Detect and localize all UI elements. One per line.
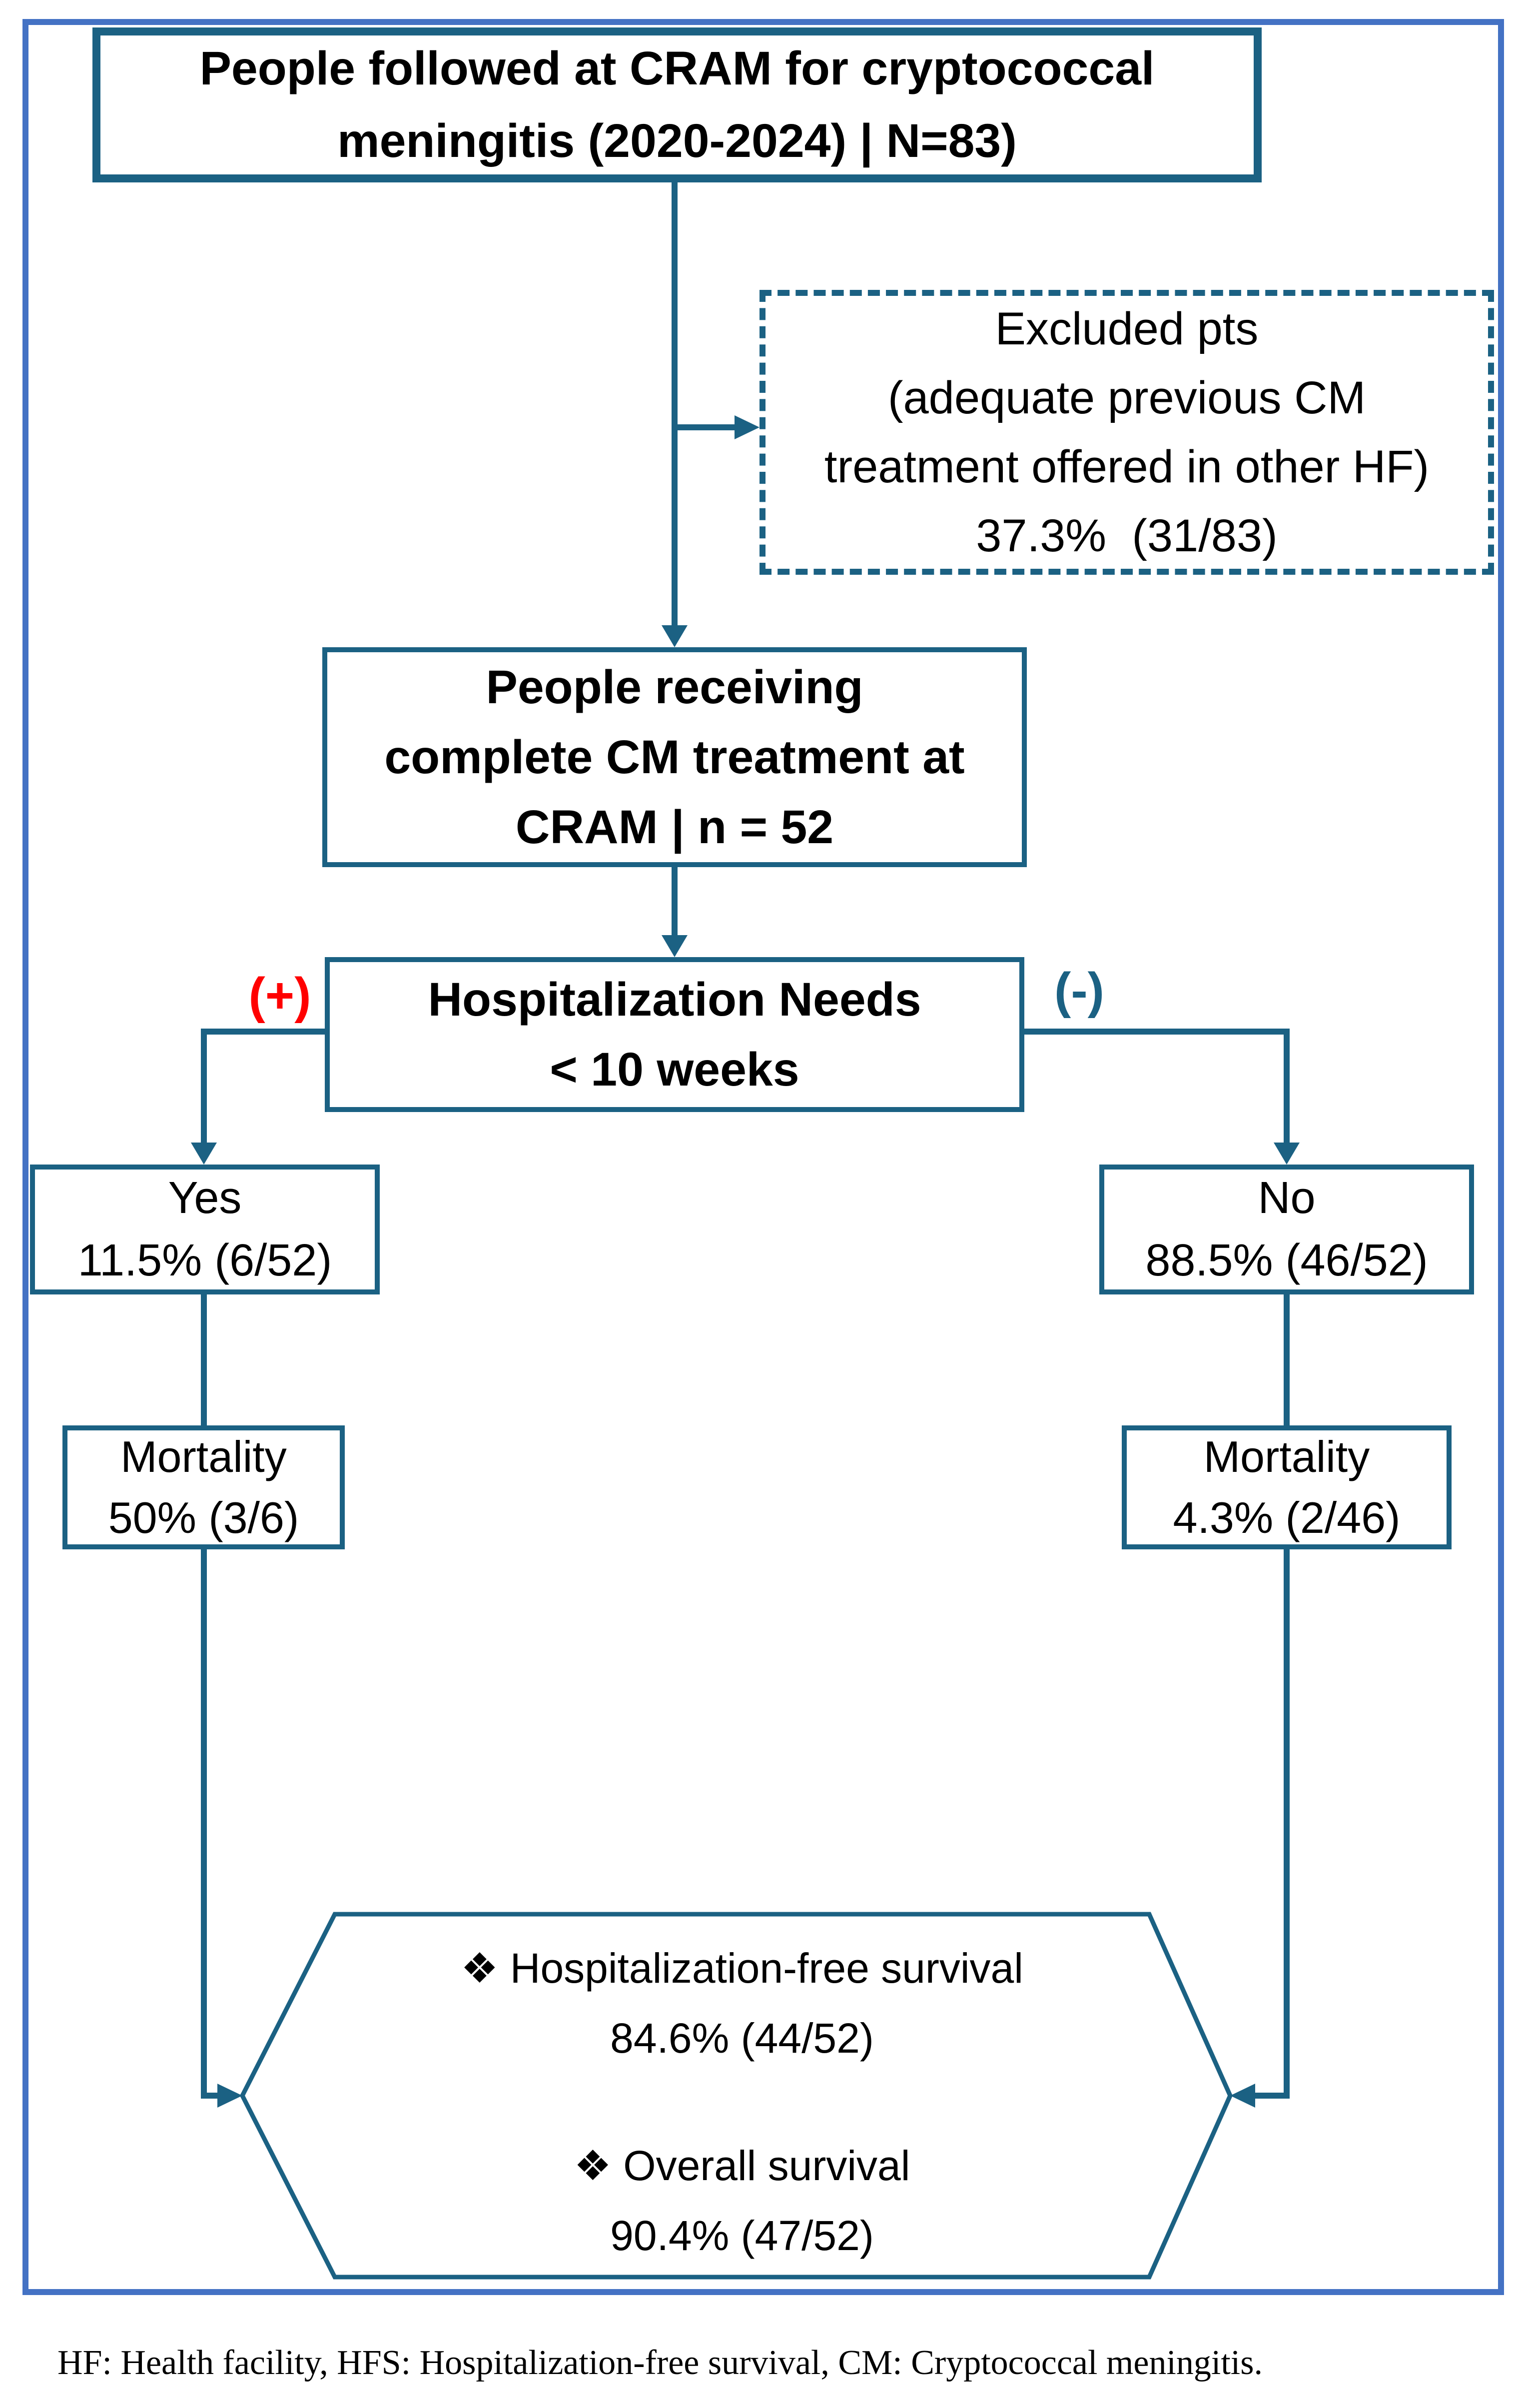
- mortality-no-box: Mortality 4.3% (2/46): [1122, 1425, 1452, 1549]
- connector-hexagon-left: [201, 2093, 221, 2099]
- no-box-line2: 88.5% (46/52): [1145, 1235, 1428, 1285]
- no-box-line1: No: [1258, 1173, 1316, 1223]
- connector-decision-right: [1024, 1029, 1290, 1035]
- treatment-box-line2: complete CM treatment at: [384, 731, 965, 784]
- diamond-bullet-icon: ❖: [574, 2142, 612, 2189]
- arrowhead-into-decision-box: [662, 935, 688, 957]
- excluded-box-line4: 37.3% (31/83): [976, 510, 1278, 561]
- excluded-box-line1: Excluded pts: [995, 303, 1259, 354]
- connector-yes-to-mortality: [201, 1294, 207, 1425]
- yes-box: Yes 11.5% (6/52): [30, 1165, 380, 1294]
- negative-branch-label: (-): [1054, 963, 1104, 1019]
- diamond-bullet-icon: ❖: [461, 1945, 499, 1992]
- connector-top-to-treatment: [672, 181, 678, 626]
- title-box-line1: People followed at CRAM for cryptococcal: [199, 42, 1155, 95]
- connector-hexagon-right: [1252, 2093, 1290, 2099]
- outcome-item1-label: Hospitalization-free survival: [510, 1945, 1023, 1992]
- connector-branch-to-excluded: [675, 424, 737, 430]
- arrowhead-into-hexagon-left: [217, 2084, 242, 2108]
- connector-no-to-mortality: [1284, 1294, 1290, 1425]
- excluded-box-line3: treatment offered in other HF): [824, 441, 1430, 492]
- footnote: HF: Health facility, HFS: Hospitalizatio…: [57, 2344, 1263, 2382]
- yes-box-line1: Yes: [168, 1173, 242, 1223]
- excluded-box-line2: (adequate previous CM: [887, 372, 1366, 423]
- diagram-frame: [22, 19, 1504, 2295]
- arrowhead-into-no-box: [1274, 1143, 1300, 1165]
- connector-decision-left: [201, 1029, 327, 1035]
- mortality-no-line2: 4.3% (2/46): [1173, 1493, 1401, 1542]
- connector-down-to-yes: [201, 1029, 207, 1145]
- arrowhead-into-treatment-box: [662, 625, 688, 647]
- no-box: No 88.5% (46/52): [1099, 1165, 1474, 1294]
- outcome-item2-value: 90.4% (47/52): [610, 2212, 874, 2259]
- arrowhead-into-hexagon-right: [1230, 2084, 1255, 2108]
- connector-treatment-to-decision: [672, 867, 678, 937]
- title-box: People followed at CRAM for cryptococcal…: [92, 27, 1262, 182]
- outcome-hexagon-text: ❖ Hospitalization-free survival 84.6% (4…: [335, 1933, 1149, 2271]
- mortality-no-line1: Mortality: [1203, 1432, 1370, 1481]
- connector-mortality-no-to-hexagon: [1284, 1549, 1290, 2099]
- title-box-line2: meningitis (2020-2024) | N=83): [337, 114, 1017, 167]
- mortality-yes-box: Mortality 50% (3/6): [62, 1425, 345, 1549]
- decision-box: Hospitalization Needs < 10 weeks: [325, 957, 1024, 1112]
- connector-mortality-yes-to-hexagon: [201, 1549, 207, 2099]
- arrowhead-into-excluded-box: [735, 415, 760, 439]
- treatment-box-line1: People receiving: [486, 661, 863, 714]
- hexagon-spacer: [335, 2073, 1149, 2131]
- mortality-yes-line1: Mortality: [120, 1432, 287, 1481]
- outcome-item2-label: Overall survival: [623, 2142, 910, 2189]
- arrowhead-into-yes-box: [191, 1143, 217, 1165]
- decision-box-line2: < 10 weeks: [550, 1043, 799, 1096]
- mortality-yes-line2: 50% (3/6): [108, 1493, 299, 1542]
- decision-box-line1: Hospitalization Needs: [428, 973, 921, 1026]
- treatment-box-line3: CRAM | n = 52: [515, 801, 834, 854]
- outcome-item1: ❖ Hospitalization-free survival: [335, 1933, 1149, 2003]
- yes-box-line2: 11.5% (6/52): [77, 1235, 332, 1285]
- outcome-item1-value: 84.6% (44/52): [610, 2015, 874, 2062]
- positive-branch-label: (+): [248, 968, 311, 1024]
- outcome-item2: ❖ Overall survival: [335, 2131, 1149, 2201]
- excluded-box: Excluded pts (adequate previous CM treat…: [760, 290, 1494, 575]
- treatment-box: People receiving complete CM treatment a…: [322, 647, 1027, 867]
- connector-down-to-no: [1284, 1029, 1290, 1145]
